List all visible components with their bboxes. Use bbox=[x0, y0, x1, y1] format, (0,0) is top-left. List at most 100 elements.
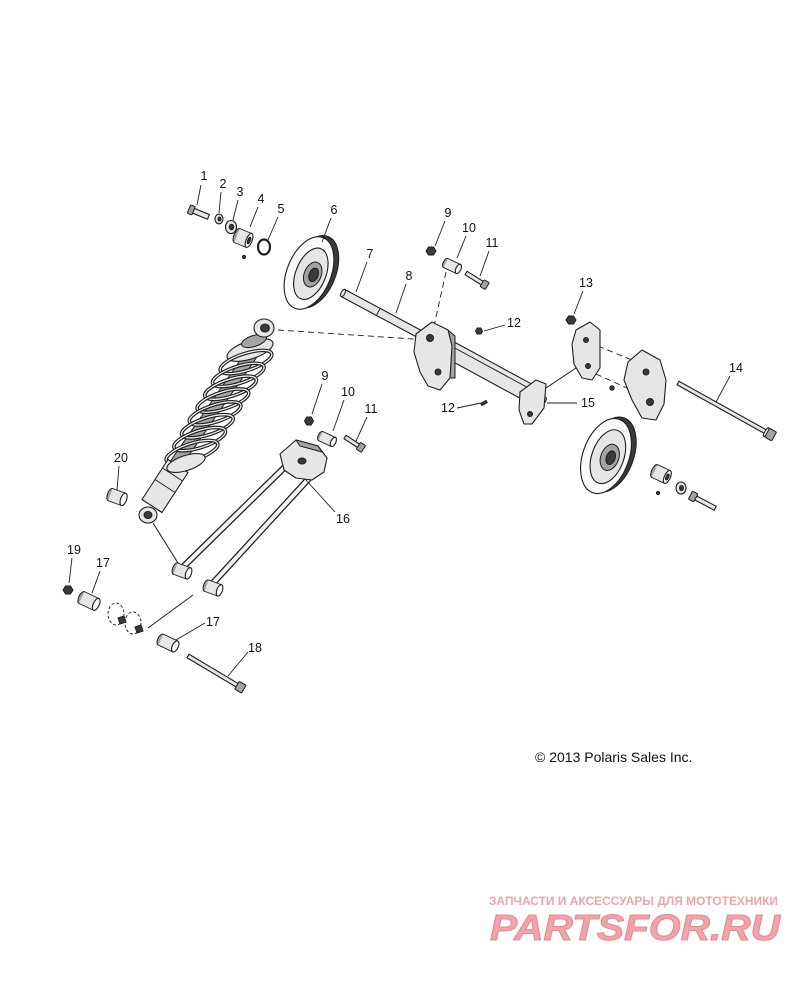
callout-9-middle: 9 bbox=[322, 369, 329, 383]
washer-hole bbox=[217, 216, 222, 222]
leader-5 bbox=[267, 216, 279, 241]
bolt-head bbox=[234, 681, 247, 694]
wheel-bore bbox=[308, 267, 320, 283]
callout-11-top: 11 bbox=[486, 236, 499, 250]
bushing-20 bbox=[106, 487, 128, 507]
leader-12-bottom bbox=[456, 402, 482, 409]
shock-lower-eye-hole bbox=[143, 511, 153, 519]
leader-3 bbox=[232, 199, 239, 221]
bushing-edge bbox=[112, 488, 126, 494]
bushing-bore bbox=[246, 236, 252, 245]
line-arm-to-hardware bbox=[147, 594, 194, 629]
leader-11-top bbox=[479, 250, 490, 277]
washer-hole bbox=[228, 223, 235, 231]
bushing-face bbox=[119, 492, 128, 507]
long-bolt-14 bbox=[676, 380, 777, 442]
callout-17-right: 17 bbox=[206, 615, 220, 629]
arm-left-leg-highlight bbox=[182, 460, 292, 568]
leader-10-top bbox=[456, 235, 467, 259]
bracket-13-hole bbox=[585, 363, 591, 369]
dashed-line-bracket-to-plate-upper bbox=[597, 345, 633, 361]
arm-top-hole bbox=[297, 457, 307, 465]
arm-right-leg-highlight bbox=[212, 472, 315, 584]
callout-8: 8 bbox=[406, 269, 413, 283]
leader-8 bbox=[395, 283, 407, 314]
side-plate bbox=[609, 349, 667, 421]
leader-14 bbox=[715, 375, 731, 403]
spacer-washer-outline bbox=[124, 611, 142, 635]
leader-12-top bbox=[483, 324, 506, 332]
shaft-groove bbox=[375, 308, 381, 316]
callout-1: 1 bbox=[201, 169, 208, 183]
callout-3: 3 bbox=[237, 185, 244, 199]
dashed-line-shock-to-bracket bbox=[277, 329, 429, 341]
leader-lines bbox=[68, 184, 731, 677]
callout-14: 14 bbox=[729, 361, 743, 375]
shock-body-band bbox=[162, 467, 183, 482]
end-plate-hole bbox=[527, 411, 533, 417]
callout-12-top: 12 bbox=[507, 316, 521, 330]
callout-13: 13 bbox=[579, 276, 593, 290]
line-shock-to-arm bbox=[152, 522, 179, 564]
bracket-13-plate bbox=[571, 321, 601, 381]
sleeve-edge bbox=[443, 267, 457, 274]
bushing-edge bbox=[233, 242, 247, 248]
spacer-shading bbox=[134, 624, 144, 634]
bracket-13-hole bbox=[583, 337, 589, 343]
bracket-hole bbox=[426, 334, 434, 342]
leader-17-right bbox=[175, 622, 206, 641]
nut-19 bbox=[62, 585, 74, 595]
bolt-shank bbox=[186, 653, 240, 688]
sleeve-face bbox=[454, 263, 462, 275]
sleeve-10-middle bbox=[317, 430, 337, 448]
bracket-13 bbox=[565, 315, 601, 381]
sleeve-edge bbox=[158, 644, 173, 653]
leader-9-middle bbox=[311, 383, 323, 415]
leader-7 bbox=[355, 261, 368, 293]
arm-bushing-left bbox=[171, 562, 193, 580]
callout-2: 2 bbox=[220, 177, 227, 191]
callout-10-middle: 10 bbox=[341, 385, 355, 399]
sleeve-17-right bbox=[156, 633, 180, 653]
leader-11-middle bbox=[355, 416, 368, 442]
sleeve-edge bbox=[322, 431, 336, 438]
washer-3 bbox=[224, 219, 238, 235]
shaft-7 bbox=[339, 288, 430, 342]
sleeve-face bbox=[91, 597, 101, 611]
callout-19: 19 bbox=[67, 543, 81, 557]
leader-4 bbox=[249, 206, 259, 228]
leader-6 bbox=[321, 217, 332, 243]
grease-fitting-dot bbox=[241, 254, 247, 260]
washer-2 bbox=[214, 213, 224, 225]
leader-2 bbox=[218, 191, 222, 214]
bolt-11-top bbox=[464, 270, 490, 290]
dashed-line-bracket-to-plate-lower bbox=[595, 373, 628, 389]
watermark-tagline: ЗАПЧАСТИ И АКСЕССУАРЫ ДЛЯ МОТОТЕХНИКИ bbox=[489, 896, 778, 908]
leader-1 bbox=[196, 184, 202, 206]
callout-17-left: 17 bbox=[96, 556, 110, 570]
leader-19 bbox=[68, 557, 73, 584]
bolt-shank bbox=[694, 495, 717, 511]
bushing-edge bbox=[108, 500, 122, 506]
bolt-right bbox=[688, 491, 717, 511]
sleeve-edge bbox=[78, 603, 94, 611]
bushing-4 bbox=[232, 228, 254, 249]
callout-6: 6 bbox=[331, 203, 338, 217]
bolt-11-middle bbox=[343, 434, 366, 453]
end-plate-body bbox=[518, 379, 547, 425]
coil-spring bbox=[164, 348, 274, 466]
idler-wheel-6 bbox=[283, 235, 340, 310]
sleeve-edge bbox=[163, 633, 178, 642]
bolt-head bbox=[187, 204, 196, 216]
washer-hole bbox=[679, 485, 684, 491]
sleeve-edge bbox=[84, 591, 100, 599]
sleeve-17-left bbox=[77, 591, 101, 611]
leader-16 bbox=[304, 478, 336, 513]
callout-7: 7 bbox=[367, 247, 374, 261]
sleeve-face bbox=[170, 640, 180, 653]
end-plate bbox=[518, 379, 547, 425]
idler-wheel-right bbox=[580, 416, 637, 495]
spring-coil-highlight bbox=[211, 362, 265, 388]
o-ring-5 bbox=[256, 238, 272, 256]
